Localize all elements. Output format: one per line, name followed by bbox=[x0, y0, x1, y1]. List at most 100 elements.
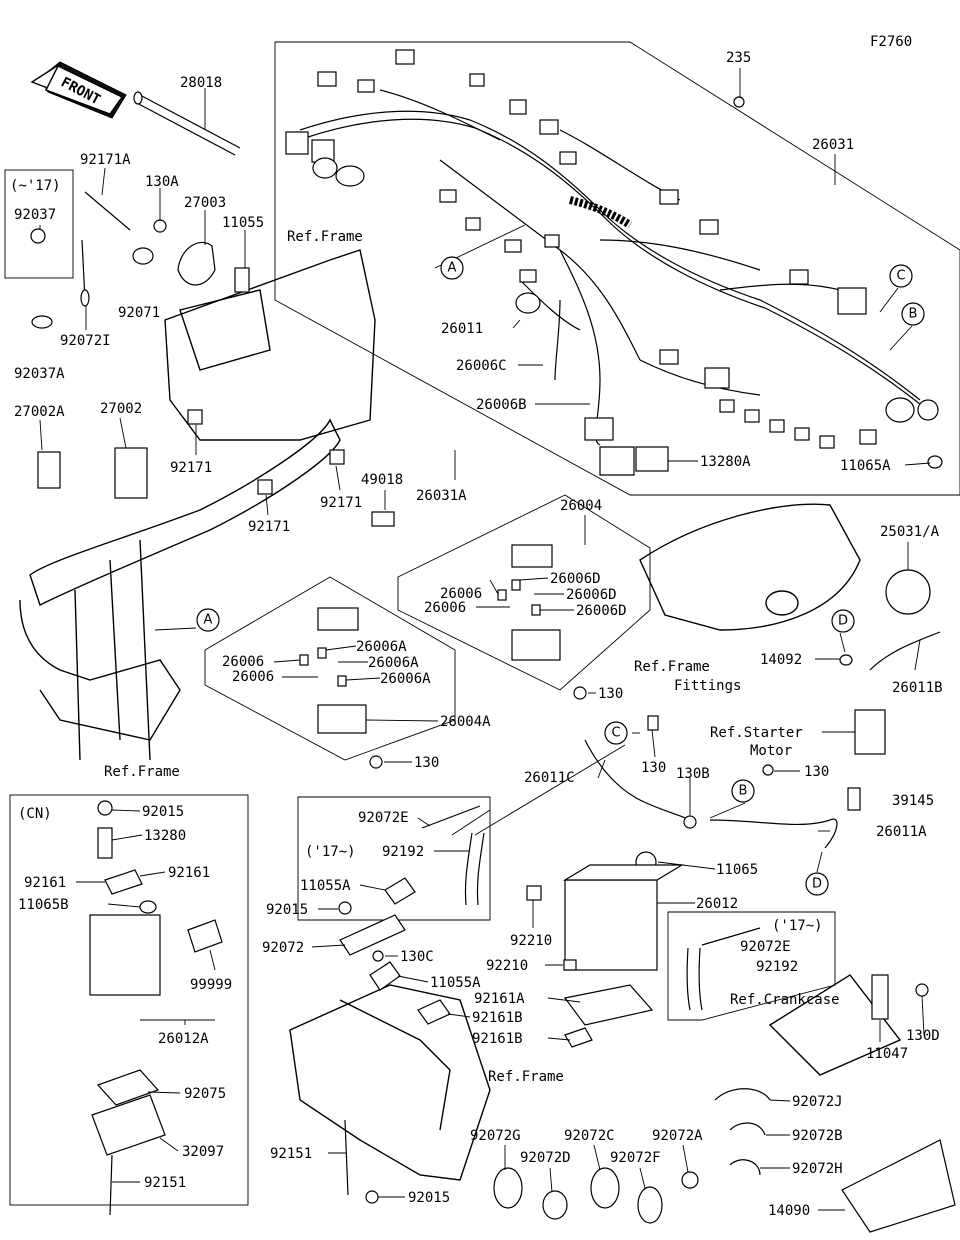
ref-circle-A-top: A bbox=[440, 256, 464, 280]
part-label: 27002A bbox=[14, 404, 65, 420]
part-label: 13280 bbox=[144, 828, 186, 844]
part-label: 11055 bbox=[222, 215, 264, 231]
part-label: 92072B bbox=[792, 1128, 843, 1144]
part-label: 32097 bbox=[182, 1144, 224, 1160]
part-label: 92072H bbox=[792, 1161, 843, 1177]
cn-box bbox=[9, 794, 249, 1206]
part-label: 92037A bbox=[14, 366, 65, 382]
part-label: 26012A bbox=[158, 1031, 209, 1047]
svg-text:D: D bbox=[838, 614, 848, 629]
part-label: 130D bbox=[906, 1028, 940, 1044]
part-label: 27002 bbox=[100, 401, 142, 417]
part-label: 26011C bbox=[524, 770, 575, 786]
part-shapes bbox=[30, 91, 956, 1233]
part-label: 25031/A bbox=[880, 524, 940, 540]
part-label: 92037 bbox=[14, 207, 56, 223]
frame-structure bbox=[19, 249, 902, 1181]
part-label: 14092 bbox=[760, 652, 802, 668]
from-17-box-a bbox=[297, 796, 491, 921]
part-label: 92072E bbox=[358, 810, 409, 826]
part-label: 92151 bbox=[270, 1146, 312, 1162]
part-label: 92015 bbox=[142, 804, 184, 820]
part-label: 26006 bbox=[232, 669, 274, 685]
part-label: 26004 bbox=[560, 498, 602, 514]
part-label: 92072C bbox=[564, 1128, 615, 1144]
part-label: 11065 bbox=[716, 862, 758, 878]
ref-circle-C-bottom: C bbox=[604, 721, 628, 745]
svg-text:A: A bbox=[448, 261, 457, 276]
part-label: 92072F bbox=[610, 1150, 661, 1166]
ref-circles: A C B A D C B D bbox=[196, 256, 925, 896]
part-label: 26006 bbox=[222, 654, 264, 670]
svg-text:C: C bbox=[611, 726, 620, 741]
box-from-17-a: ('17~) bbox=[305, 844, 356, 860]
ref-frame-bottom: Ref.Frame bbox=[488, 1069, 564, 1085]
part-labels: 28018 235 26031 92171A 130A 27003 11055 … bbox=[14, 50, 943, 1219]
ref-circle-D-top: D bbox=[831, 609, 855, 633]
svg-text:D: D bbox=[812, 877, 822, 892]
part-label: 92075 bbox=[184, 1086, 226, 1102]
part-label: 26006A bbox=[368, 655, 419, 671]
box-from-17-b: ('17~) bbox=[772, 918, 823, 934]
main-wiring-harness bbox=[285, 49, 943, 472]
ref-circle-C-top: C bbox=[889, 264, 913, 288]
part-label: 235 bbox=[726, 50, 751, 66]
part-label: 11065A bbox=[840, 458, 891, 474]
part-label: 92161A bbox=[474, 991, 525, 1007]
ref-circle-B-top: B bbox=[901, 302, 925, 326]
part-label: 26006D bbox=[576, 603, 627, 619]
part-label: 130B bbox=[676, 766, 710, 782]
part-label: 11055A bbox=[430, 975, 481, 991]
from-17-box-b bbox=[667, 911, 836, 1021]
part-label: 26006D bbox=[566, 587, 617, 603]
part-label: 26006C bbox=[456, 358, 507, 374]
part-label: 92171 bbox=[170, 460, 212, 476]
ref-frame-fittings-1: Ref.Frame bbox=[634, 659, 710, 675]
box-until-17: (~'17) bbox=[10, 178, 61, 194]
cover-14090 bbox=[841, 1139, 956, 1233]
part-label: 26006 bbox=[440, 586, 482, 602]
part-label: 92161B bbox=[472, 1010, 523, 1026]
part-label: 92072J bbox=[792, 1094, 843, 1110]
part-label: 92192 bbox=[382, 844, 424, 860]
ref-circle-D-bottom: D bbox=[805, 872, 829, 896]
part-label: 26011B bbox=[892, 680, 943, 696]
until-17-box bbox=[4, 169, 74, 279]
part-label: 92161 bbox=[24, 875, 66, 891]
fuse-box-26004A-outline bbox=[204, 576, 456, 761]
part-label: 26031 bbox=[812, 137, 854, 153]
ref-frame-mid: Ref.Frame bbox=[104, 764, 180, 780]
tube-28018 bbox=[139, 94, 241, 149]
part-label: 26012 bbox=[696, 896, 738, 912]
part-label: 92161 bbox=[168, 865, 210, 881]
svg-text:B: B bbox=[909, 307, 918, 322]
part-label: 26006 bbox=[424, 600, 466, 616]
part-label: 92015 bbox=[408, 1190, 450, 1206]
part-label: 26011A bbox=[876, 824, 927, 840]
ref-circle-A-frame: A bbox=[196, 608, 220, 632]
figure-code: F2760 bbox=[870, 34, 912, 50]
part-label: 92161B bbox=[472, 1031, 523, 1047]
part-label: 130 bbox=[414, 755, 439, 771]
part-label: 92072D bbox=[520, 1150, 571, 1166]
part-label: 92015 bbox=[266, 902, 308, 918]
part-label: 92072 bbox=[262, 940, 304, 956]
ref-starter-1: Ref.Starter bbox=[710, 725, 803, 741]
ref-crankcase: Ref.Crankcase bbox=[730, 992, 840, 1008]
leader-lines bbox=[39, 68, 931, 1211]
part-label: 27003 bbox=[184, 195, 226, 211]
part-label: 130C bbox=[400, 949, 434, 965]
part-label: 49018 bbox=[361, 472, 403, 488]
part-label: 92171A bbox=[80, 152, 131, 168]
part-label: 26004A bbox=[440, 714, 491, 730]
part-label: 26031A bbox=[416, 488, 467, 504]
part-label: 26006A bbox=[356, 639, 407, 655]
part-label: 26011 bbox=[441, 321, 483, 337]
part-label: 92071 bbox=[118, 305, 160, 321]
svg-text:A: A bbox=[204, 613, 213, 628]
part-label: 28018 bbox=[180, 75, 222, 91]
part-label: 11055A bbox=[300, 878, 351, 894]
box-cn: (CN) bbox=[18, 806, 52, 822]
part-label: 92210 bbox=[510, 933, 552, 949]
